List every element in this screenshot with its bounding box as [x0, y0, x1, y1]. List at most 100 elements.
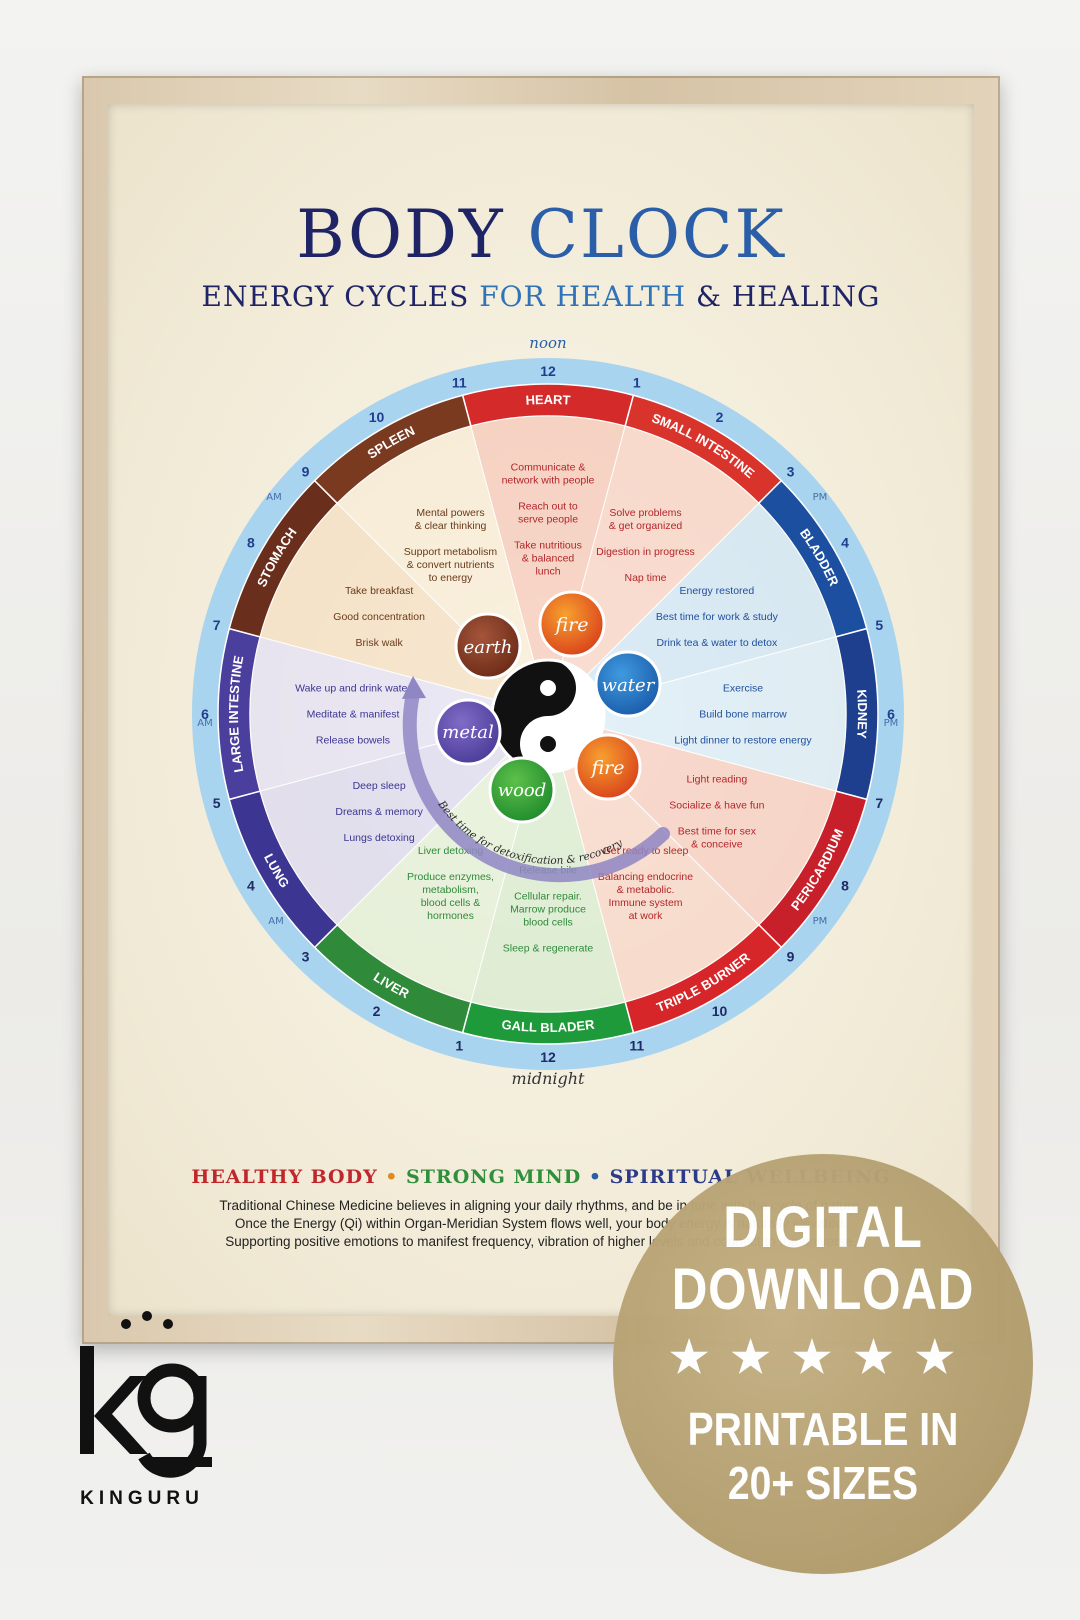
- hour-label: 4: [841, 535, 849, 551]
- activity-sector: [249, 636, 550, 792]
- activity-sector: [259, 713, 550, 926]
- activity-text: Exercise: [723, 683, 763, 695]
- hour-label: 2: [373, 1003, 381, 1019]
- hour-label: 2: [716, 409, 724, 425]
- am-label-top: AM: [266, 492, 281, 503]
- organ-label: HEART: [525, 392, 571, 408]
- yin-yang-icon: [490, 658, 606, 774]
- activity-sector: [546, 636, 847, 792]
- activity-text: Reach out to: [518, 501, 578, 513]
- activity-text: Balancing endocrine: [598, 871, 693, 883]
- activity-text: Socialize & have fun: [669, 800, 764, 812]
- organ-label: KIDNEY: [854, 689, 870, 739]
- page-title: BODY CLOCK: [108, 196, 974, 273]
- pm-label-mid: PM: [884, 718, 899, 729]
- hour-label: 5: [875, 617, 883, 633]
- activity-text: Drink tea & water to detox: [656, 637, 778, 649]
- activity-sector: [470, 712, 626, 1013]
- title-clock: CLOCK: [527, 196, 786, 273]
- activity-text: Nap time: [624, 572, 666, 584]
- am-label-bottom: AM: [268, 916, 283, 927]
- activity-text: Good concentration: [333, 611, 425, 623]
- activity-text: Support metabolism: [404, 546, 498, 558]
- activity-text: & convert nutrients: [407, 559, 495, 571]
- activity-text: Produce enzymes,: [407, 871, 494, 883]
- noon-label: noon: [529, 334, 566, 352]
- activity-sector: [547, 425, 760, 716]
- activity-text: & metabolic.: [617, 884, 675, 896]
- activity-text: Light reading: [687, 774, 748, 786]
- activity-text: & conceive: [691, 839, 743, 851]
- activity-text: Take breakfast: [345, 585, 413, 597]
- activity-text: Deep sleep: [353, 780, 406, 792]
- activity-text: blood cells: [523, 917, 573, 929]
- svg-text:wood: wood: [498, 780, 547, 801]
- hour-label: 11: [629, 1037, 644, 1053]
- hour-label: 10: [369, 409, 385, 425]
- hour-label: 1: [455, 1037, 463, 1053]
- title-body: BODY: [296, 196, 505, 273]
- activity-text: metabolism,: [422, 884, 479, 896]
- midnight-label: midnight: [512, 1069, 586, 1088]
- hour-label: 8: [841, 878, 849, 894]
- hour-label: 7: [875, 795, 883, 811]
- activity-text: Energy restored: [680, 585, 755, 597]
- hour-label: 1: [633, 375, 641, 391]
- activity-text: Best time for sex: [678, 826, 757, 838]
- activity-text: lunch: [535, 566, 560, 578]
- hour-label: 11: [452, 375, 467, 391]
- hour-label: 9: [787, 949, 795, 965]
- activity-text: Immune system: [608, 897, 682, 909]
- hour-label: 6: [887, 706, 895, 722]
- badge-printable: PRINTABLE IN: [687, 1403, 959, 1455]
- svg-text:fire: fire: [554, 614, 589, 636]
- element-wood: wood: [488, 756, 556, 824]
- pm-label-bottom: PM: [813, 916, 828, 927]
- detox-arc: [402, 687, 670, 883]
- activity-text: serve people: [518, 514, 578, 526]
- badge-stars: ★★★★★: [669, 1333, 977, 1382]
- subtitle-part1: ENERGY CYCLES: [201, 280, 470, 313]
- activity-text: & get organized: [609, 520, 683, 532]
- subtitle-part3: & HEALING: [696, 280, 881, 313]
- activity-text: network with people: [502, 475, 595, 487]
- element-metal: metal: [434, 698, 502, 766]
- activity-text: Marrow produce: [510, 904, 586, 916]
- activity-text: & clear thinking: [415, 520, 487, 532]
- organ-ring: [217, 383, 879, 1045]
- organ-label: GALL BLADER: [501, 1017, 596, 1035]
- hour-label: 12: [540, 1049, 556, 1065]
- activity-text: Lungs detoxing: [344, 832, 415, 844]
- element-earth: earth: [454, 612, 522, 680]
- activity-text: Dreams & memory: [335, 806, 423, 818]
- activity-text: Build bone marrow: [699, 709, 787, 721]
- picture-frame: BODY CLOCK ENERGY CYCLES FOR HEALTH & HE…: [82, 76, 1000, 1344]
- badge-sizes: 20+ SIZES: [727, 1457, 919, 1509]
- hour-label: 3: [302, 949, 310, 965]
- pm-label-top: PM: [813, 492, 828, 503]
- hour-label: 6: [201, 706, 209, 722]
- hour-label: 12: [540, 363, 556, 379]
- activity-sector: [470, 415, 626, 716]
- tagline-sep-1: •: [385, 1166, 399, 1188]
- tagline-healthy-body: HEALTHY BODY: [191, 1166, 378, 1188]
- element-fire-top: fire: [538, 590, 606, 658]
- hour-label: 5: [213, 795, 221, 811]
- page-subtitle: ENERGY CYCLES FOR HEALTH & HEALING: [108, 280, 974, 313]
- hour-label: 7: [213, 617, 221, 633]
- badge-download: DOWNLOAD: [671, 1257, 975, 1322]
- svg-text:earth: earth: [464, 637, 513, 658]
- activity-text: to energy: [429, 572, 474, 584]
- kinguru-logo: KINGURU: [72, 1306, 222, 1546]
- tagline-strong-mind: STRONG MIND: [406, 1166, 582, 1188]
- activity-text: Solve problems: [609, 507, 681, 519]
- activity-text: Meditate & manifest: [307, 709, 400, 721]
- element-water: water: [594, 650, 662, 718]
- svg-text:fire: fire: [590, 757, 625, 779]
- am-label-mid: AM: [197, 718, 212, 729]
- hour-label: 10: [712, 1003, 728, 1019]
- element-fire-bottom: fire: [574, 733, 642, 801]
- hour-label: 4: [247, 878, 255, 894]
